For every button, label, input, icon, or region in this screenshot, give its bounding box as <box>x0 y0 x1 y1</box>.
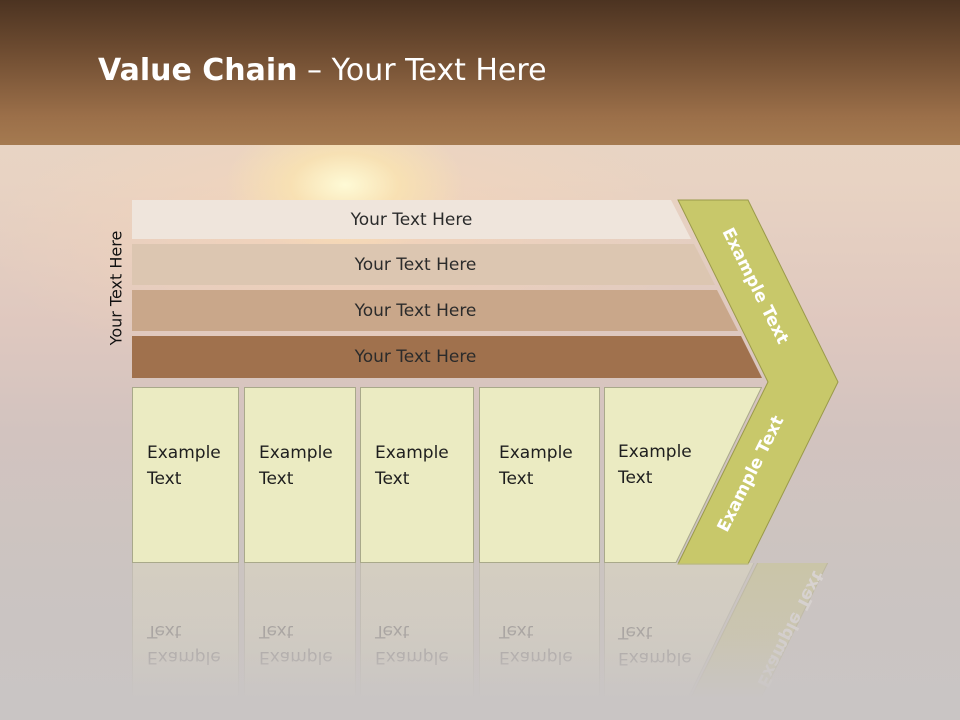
bar-3-label: Your Text Here <box>354 300 477 321</box>
box-3-line1: Example <box>375 443 449 463</box>
box-1-line1: Example <box>147 443 221 463</box>
box-4-line1: Example <box>499 443 573 463</box>
box-1-line2: Text <box>147 469 182 489</box>
box-4-line2: Text <box>499 469 534 489</box>
box-2-line2: Text <box>259 469 294 489</box>
header-band <box>0 0 960 145</box>
page-title: Value Chain – Your Text Here <box>98 53 547 88</box>
title-rest: – Your Text Here <box>297 53 547 88</box>
side-label: Your Text Here <box>106 230 126 346</box>
bar-4: Your Text Here <box>132 336 762 378</box>
bar-1-label: Your Text Here <box>350 209 473 230</box>
box-5-line1: Example <box>618 442 692 462</box>
box-2-line1: Example <box>259 443 333 463</box>
chevron-arrow: Example Text Example Text <box>677 199 839 565</box>
box-3-line2: Text <box>375 469 410 489</box>
bar-2: Your Text Here <box>132 244 715 285</box>
reflection-fade <box>0 563 960 720</box>
bar-2-label: Your Text Here <box>354 254 477 275</box>
bar-1: Your Text Here <box>132 200 691 239</box>
bar-3: Your Text Here <box>132 290 738 331</box>
title-bold: Value Chain <box>98 53 298 88</box>
bar-4-label: Your Text Here <box>354 347 477 367</box>
box-5-shape <box>604 387 762 563</box>
example-box-5: Example Text <box>604 387 762 563</box>
box-5-line2: Text <box>618 468 653 488</box>
